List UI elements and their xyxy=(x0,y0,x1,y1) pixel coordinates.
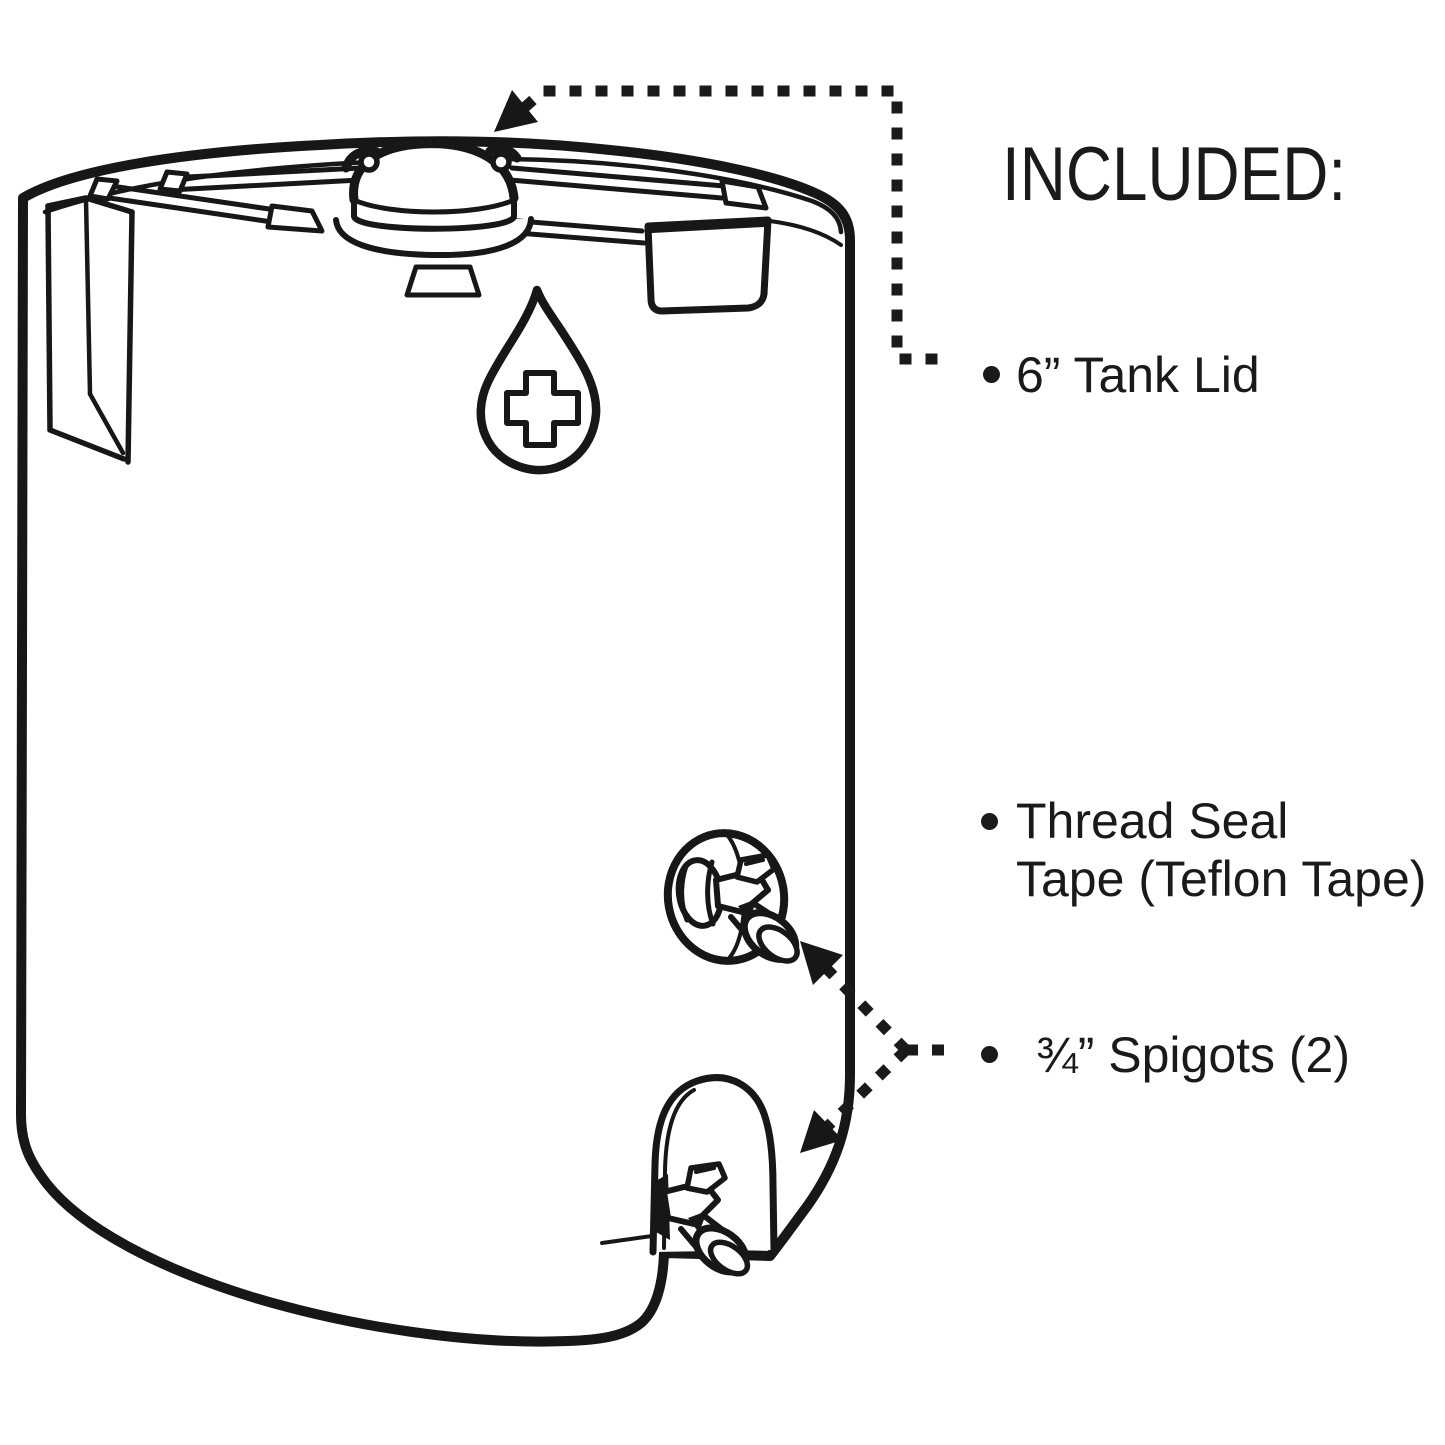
upper-spigot xyxy=(663,829,800,965)
lid-screw-eye-right xyxy=(490,151,512,173)
spigot-callout-arrows xyxy=(800,941,953,1153)
water-drop-medical-logo xyxy=(476,285,601,475)
bullet-dot xyxy=(983,366,1000,383)
label-thread-seal-tape: Thread Seal Tape (Teflon Tape) xyxy=(1016,792,1426,908)
label-spigots: ¾” Spigots (2) xyxy=(1036,1026,1350,1084)
included-heading: INCLUDED: xyxy=(1002,132,1347,217)
label-line: ¾” Spigots (2) xyxy=(1036,1027,1351,1083)
arrowhead-to-upper-spigot xyxy=(800,941,843,985)
lower-spigot xyxy=(654,1161,751,1277)
medical-cross-icon xyxy=(504,370,581,448)
tank-lid-dome xyxy=(333,139,534,259)
label-line: Thread Seal xyxy=(1016,793,1289,849)
label-line: Tape (Teflon Tape) xyxy=(1016,851,1427,907)
bullet-dot xyxy=(981,1046,998,1063)
label-tank-lid: 6” Tank Lid xyxy=(1016,346,1260,404)
bullet-dot xyxy=(981,813,998,830)
arrowhead-to-lid xyxy=(494,90,538,132)
lid-callout-arrow xyxy=(494,85,951,365)
arrowhead-to-lower-spigot xyxy=(800,1110,843,1153)
lid-screw-eye-left xyxy=(358,151,380,173)
label-line: 6” Tank Lid xyxy=(1016,347,1260,403)
left-overflow-channel xyxy=(45,195,135,465)
top-recess-port xyxy=(644,216,772,315)
